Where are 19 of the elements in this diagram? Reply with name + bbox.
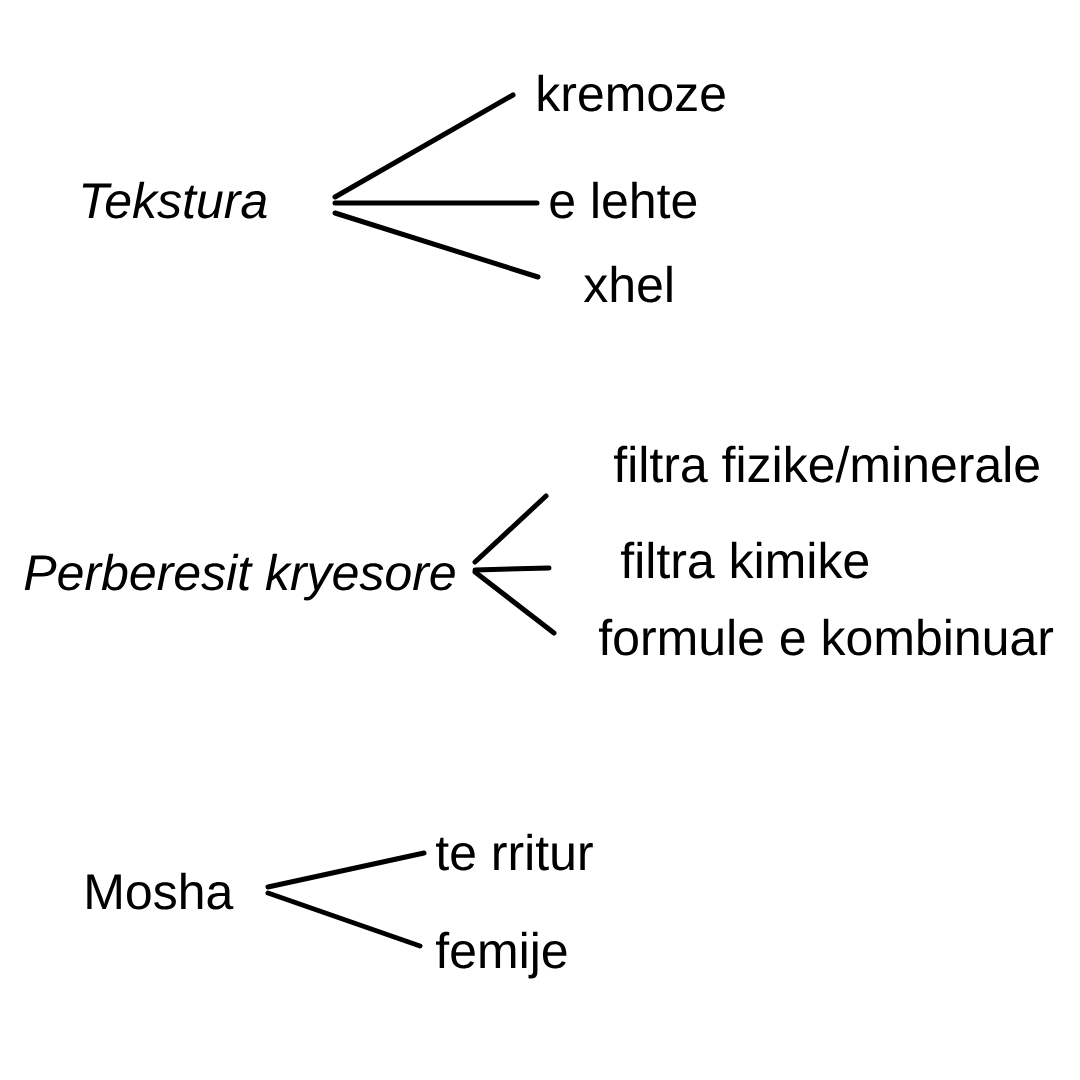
branch-line	[332, 92, 516, 200]
branch-label: femije	[436, 931, 567, 979]
branch-label: e lehte	[550, 181, 697, 219]
branch-label: xhel	[583, 265, 672, 303]
branch-line	[472, 565, 552, 573]
branch-line	[265, 850, 427, 890]
branch-line	[332, 210, 541, 280]
category-label: Mosha	[87, 872, 234, 910]
branch-line	[332, 200, 540, 206]
branch-label: formule e kombinuar	[599, 618, 1054, 656]
branch-label: te rritur	[436, 833, 593, 871]
branch-line	[265, 890, 423, 949]
branch-line	[472, 493, 549, 565]
category-label: Tekstura	[82, 181, 267, 219]
branch-label: kremoze	[538, 74, 725, 112]
branch-line	[472, 569, 557, 636]
category-label: Perberesit kryesore	[24, 553, 455, 601]
branch-label: filtra kimike	[621, 541, 868, 579]
branch-label: filtra fizike/minerale	[614, 445, 1039, 483]
